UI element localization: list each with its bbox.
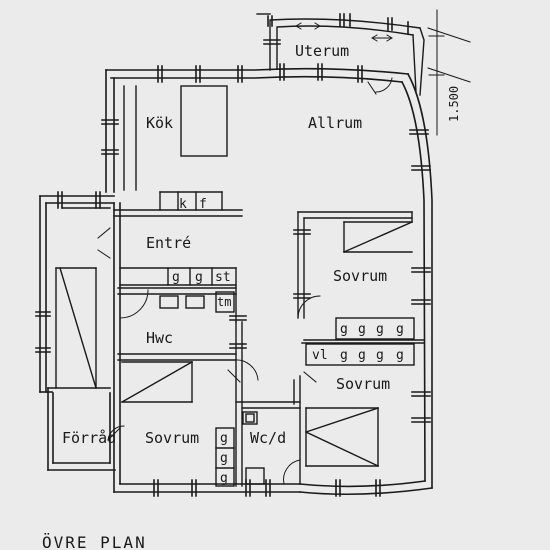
fixture-label-tm: tm <box>217 295 231 309</box>
fixture-label-g: g <box>220 471 228 486</box>
interior-walls <box>55 85 425 487</box>
fixture-labels: k f g g st tm g g g g vl g g g g g g g <box>172 197 404 486</box>
fixture-label-g: g <box>220 431 228 446</box>
room-label-allrum: Allrum <box>308 114 362 132</box>
fixture-label-g: g <box>376 322 384 337</box>
scale-note: 1.500 <box>447 86 461 122</box>
room-label-kok: Kök <box>146 114 173 132</box>
fixture-label-g: g <box>340 348 348 363</box>
fixture-label-g: g <box>396 348 404 363</box>
fixture-label-g: g <box>195 270 203 285</box>
room-label-hwc: Hwc <box>146 329 173 347</box>
room-label-sovrum-sw: Sovrum <box>145 429 199 447</box>
room-label-sovrum-east-upper: Sovrum <box>333 267 387 285</box>
door-swings <box>97 77 393 485</box>
room-label-uterum: Uterum <box>295 42 349 60</box>
fixture-label-g: g <box>358 348 366 363</box>
fixture-label-g: g <box>172 270 180 285</box>
fixture-label-st: st <box>215 270 231 285</box>
fixture-label-g: g <box>358 322 366 337</box>
room-label-entre: Entré <box>146 234 191 252</box>
room-label-sovrum-east-lower: Sovrum <box>336 375 390 393</box>
uterum-walls <box>256 13 425 96</box>
room-labels: Uterum Kök Allrum Entré Sovrum Sovrum Hw… <box>62 42 390 447</box>
room-label-wcd: Wc/d <box>250 429 286 447</box>
fixture-label-f: f <box>199 197 207 212</box>
dimension-line <box>427 9 471 136</box>
fixture-label-k: k <box>179 197 187 212</box>
room-label-forrad: Förråd <box>62 429 116 447</box>
sliding-door-arrows <box>295 22 393 42</box>
fixture-label-vl: vl <box>312 348 328 363</box>
window-marks <box>35 13 431 497</box>
fixture-label-g: g <box>396 322 404 337</box>
plan-title: ÖVRE PLAN <box>42 533 147 550</box>
fixture-label-g: g <box>340 322 348 337</box>
fixture-label-g: g <box>376 348 384 363</box>
fixture-label-g: g <box>220 451 228 466</box>
